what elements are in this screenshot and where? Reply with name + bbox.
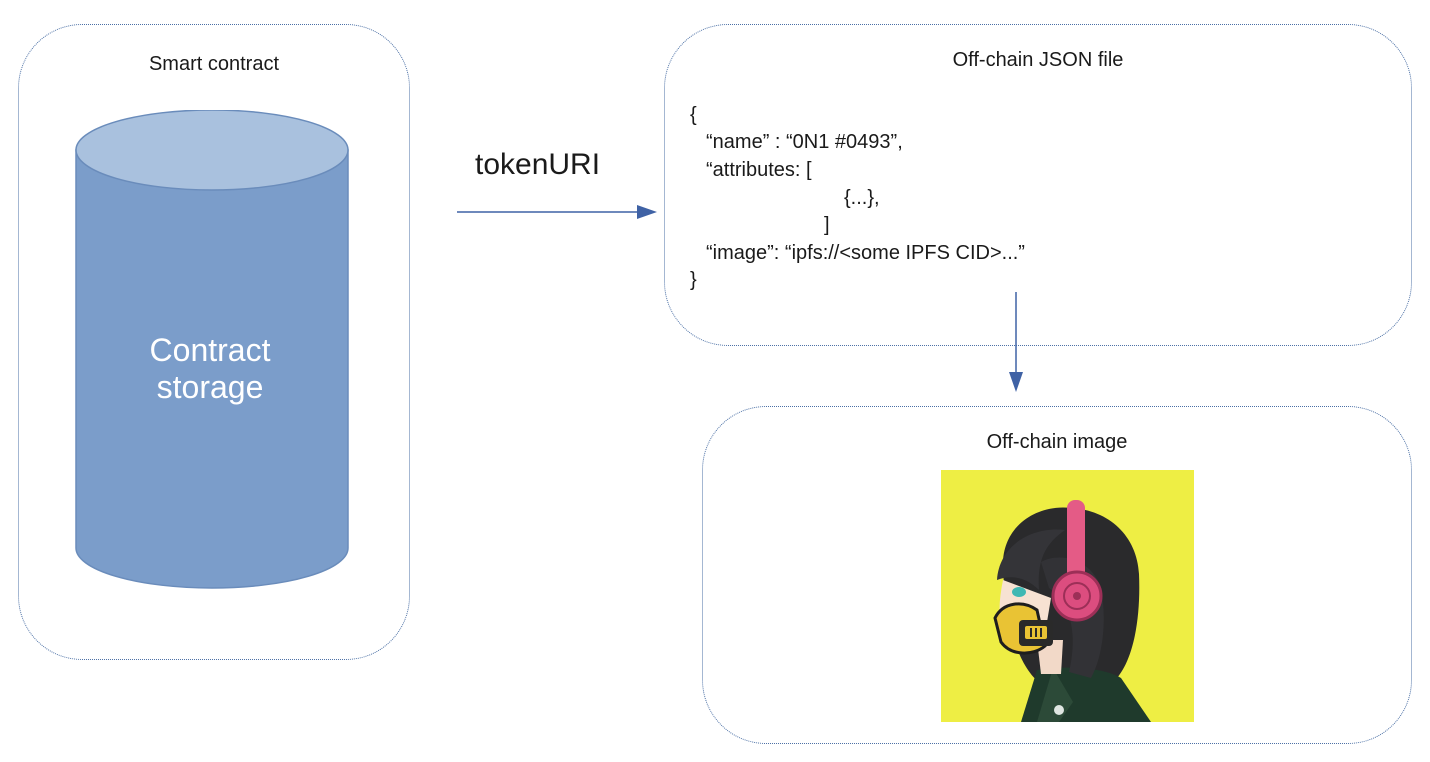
contract-storage-cylinder (75, 110, 349, 589)
image-link-arrow-head (1009, 372, 1023, 392)
json-line-image: “image”: “ipfs://<some IPFS CID>...” (706, 242, 1025, 264)
token-uri-label: tokenURI (475, 148, 601, 181)
token-uri-arrow-head (637, 205, 657, 219)
json-line-close-bracket: ] (824, 214, 830, 236)
json-line-name: “name” : “0N1 #0493”, (706, 131, 903, 153)
smart-contract-title: Smart contract (148, 53, 280, 75)
contract-storage-label-line2: storage (156, 369, 264, 405)
json-file-title: Off-chain JSON file (952, 49, 1124, 71)
json-line-open-brace: { (690, 104, 697, 126)
contract-storage-label-line1: Contract (149, 332, 271, 368)
json-line-close-brace: } (690, 269, 697, 291)
image-panel-title: Off-chain image (986, 431, 1128, 453)
json-line-attributes: “attributes: [ (706, 159, 812, 181)
nft-character-image (941, 470, 1194, 722)
json-line-attribute-item: {...}, (844, 187, 880, 209)
json-file-panel: Off-chain JSON file (664, 24, 1412, 346)
